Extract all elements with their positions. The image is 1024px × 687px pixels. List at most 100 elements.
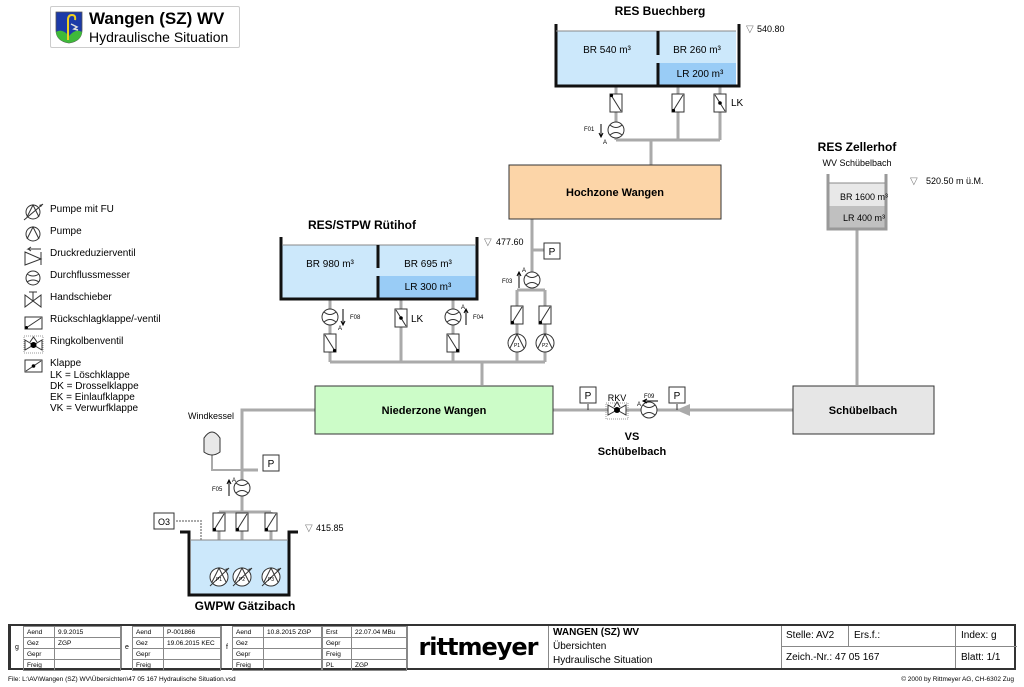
ring-piston-valve-icon	[605, 401, 629, 420]
reservoir-zellerhof: RES Zellerhof WV Schübelbach BR 1600 m³ …	[818, 140, 984, 231]
pipe	[515, 219, 547, 344]
table-cell: Gepr	[23, 648, 55, 660]
table-cell	[351, 637, 407, 649]
check-valve-icon	[235, 512, 249, 532]
copyright: © 2000 by Rittmeyer AG, CH-6302 Zug	[901, 676, 1014, 683]
reservoir-title: GWPW Gätzibach	[195, 599, 296, 613]
chamber-label: BR 695 m³	[404, 259, 452, 270]
table-cell: Gepr	[232, 648, 264, 660]
legend-label: Pumpe mit FU	[50, 204, 114, 215]
pump-label: P3	[268, 577, 274, 583]
level-icon: ▽	[305, 523, 313, 534]
table-cell: ZGP	[54, 637, 121, 649]
reservoir-title: RES Zellerhof	[818, 140, 898, 154]
arrow-down-icon	[598, 124, 604, 139]
flow-meter-label: F05	[212, 487, 223, 493]
sheet-number: Blatt: 1/1	[961, 652, 1001, 663]
table-cell: Gez	[23, 637, 55, 649]
table-cell	[263, 648, 322, 660]
coat-of-arms-icon	[55, 11, 83, 44]
windkessel-icon	[203, 431, 221, 456]
pressure-label: P	[549, 247, 556, 258]
flow-meter-label: F01	[584, 127, 595, 133]
legend-item: Handschieber	[20, 290, 220, 310]
legend-flap-type: DK = Drosselklappe	[50, 381, 139, 392]
pump-vfd-icon	[23, 203, 44, 221]
reservoir-buechberg: RES Buechberg BR 540 m³ BR 260 m³ LR 200…	[554, 4, 785, 146]
level-value: 520.50 m ü.M.	[926, 176, 984, 186]
company-logo: rittmeyer	[407, 626, 549, 668]
flow-meter-icon	[321, 308, 339, 326]
file-path: File: L:\AV\Wangen (SZ) WV\Übersichten\4…	[8, 676, 236, 683]
chamber-br-right	[658, 31, 736, 63]
level-value: 477.60	[496, 237, 524, 247]
check-valve-icon	[212, 512, 226, 532]
table-cell: Freig	[322, 648, 352, 660]
page-title: Wangen (SZ) WV	[89, 9, 225, 28]
check-valve-icon	[510, 305, 524, 325]
check-valve-icon	[24, 316, 43, 330]
zone-hochzone[interactable]: Hochzone Wangen	[508, 164, 722, 220]
pressure-sensor	[668, 386, 686, 404]
rkv-label: RKV	[608, 393, 627, 403]
table-cell	[54, 648, 121, 660]
table-cell: Aend	[232, 626, 264, 638]
check-valve-icon	[323, 333, 337, 353]
windkessel-label: Windkessel	[188, 411, 234, 421]
zone-label: Hochzone Wangen	[566, 187, 664, 199]
header-box: Wangen (SZ) WV Hydraulische Situation	[50, 6, 240, 48]
zone-label: Niederzone Wangen	[382, 405, 487, 417]
legend-flap-type: EK = Einlaufklappe	[50, 392, 135, 403]
legend-label: Handschieber	[50, 292, 112, 303]
hydraulic-diagram: RES Buechberg BR 540 m³ BR 260 m³ LR 200…	[153, 4, 984, 613]
flow-meter-icon	[444, 308, 462, 326]
valve-station-schuebelbach: P RKV F09 A P VS Schübelbach	[579, 386, 686, 458]
legend-item: Durchflussmesser	[20, 268, 220, 288]
zone-niederzone[interactable]: Niederzone Wangen	[314, 385, 554, 435]
chamber-label: BR 260 m³	[673, 45, 721, 56]
table-cell: PL	[322, 659, 352, 671]
arrow-up-icon	[516, 270, 522, 288]
legend-label: Ringkolbenventil	[50, 336, 124, 347]
flow-meter-label: F08	[350, 315, 361, 321]
arrow-up-icon	[463, 307, 469, 325]
zone-label: Schübelbach	[829, 405, 898, 417]
drawing-number: Zeich.-Nr.: 47 05 167	[786, 652, 880, 663]
table-cell	[351, 648, 407, 660]
arrow-down-icon	[340, 309, 346, 327]
level-icon: ▽	[484, 237, 492, 248]
flow-meter-label: F03	[502, 279, 513, 285]
ozone-sensor	[153, 512, 175, 530]
flow-meter-icon	[523, 271, 541, 289]
flow-dir-label: A	[522, 268, 526, 274]
section-name: Übersichten	[553, 641, 607, 652]
legend-item: Druckreduzierventil	[20, 246, 220, 266]
flow-dir-label: A	[232, 478, 236, 484]
ersetzt-fuer: Ers.f.:	[854, 630, 881, 641]
table-cell: 19.06.2015 KEC	[163, 637, 221, 649]
pipe	[211, 455, 242, 471]
table-cell: Freig	[232, 659, 264, 671]
pump-label: P1	[216, 577, 222, 583]
legend-item: Pumpe mit FU	[20, 202, 220, 222]
pressure-label: P	[674, 391, 681, 402]
pressure-sensor	[262, 454, 280, 472]
table-cell: 10.8.2015 ZGP	[263, 626, 322, 638]
flow-dir-label: A	[603, 140, 607, 146]
chamber-label: BR 1600 m³	[840, 192, 888, 202]
reservoir-ruetihof: RES/STPW Rütihof BR 980 m³ BR 695 m³ LR …	[279, 218, 561, 353]
flow-dir-label: A	[338, 326, 342, 332]
table-cell	[163, 659, 221, 671]
pressure-reducing-valve-icon	[24, 246, 43, 266]
table-cell: Gepr	[322, 637, 352, 649]
table-cell: Aend	[23, 626, 55, 638]
reservoir-title: RES Buechberg	[615, 4, 706, 18]
pressure-label: P	[268, 459, 275, 470]
zone-schuebelbach[interactable]: Schübelbach	[792, 385, 935, 435]
chamber-label: LR 300 m³	[405, 282, 452, 293]
legend-label: Klappe	[50, 358, 82, 369]
reservoir-title: RES/STPW Rütihof	[308, 218, 417, 232]
